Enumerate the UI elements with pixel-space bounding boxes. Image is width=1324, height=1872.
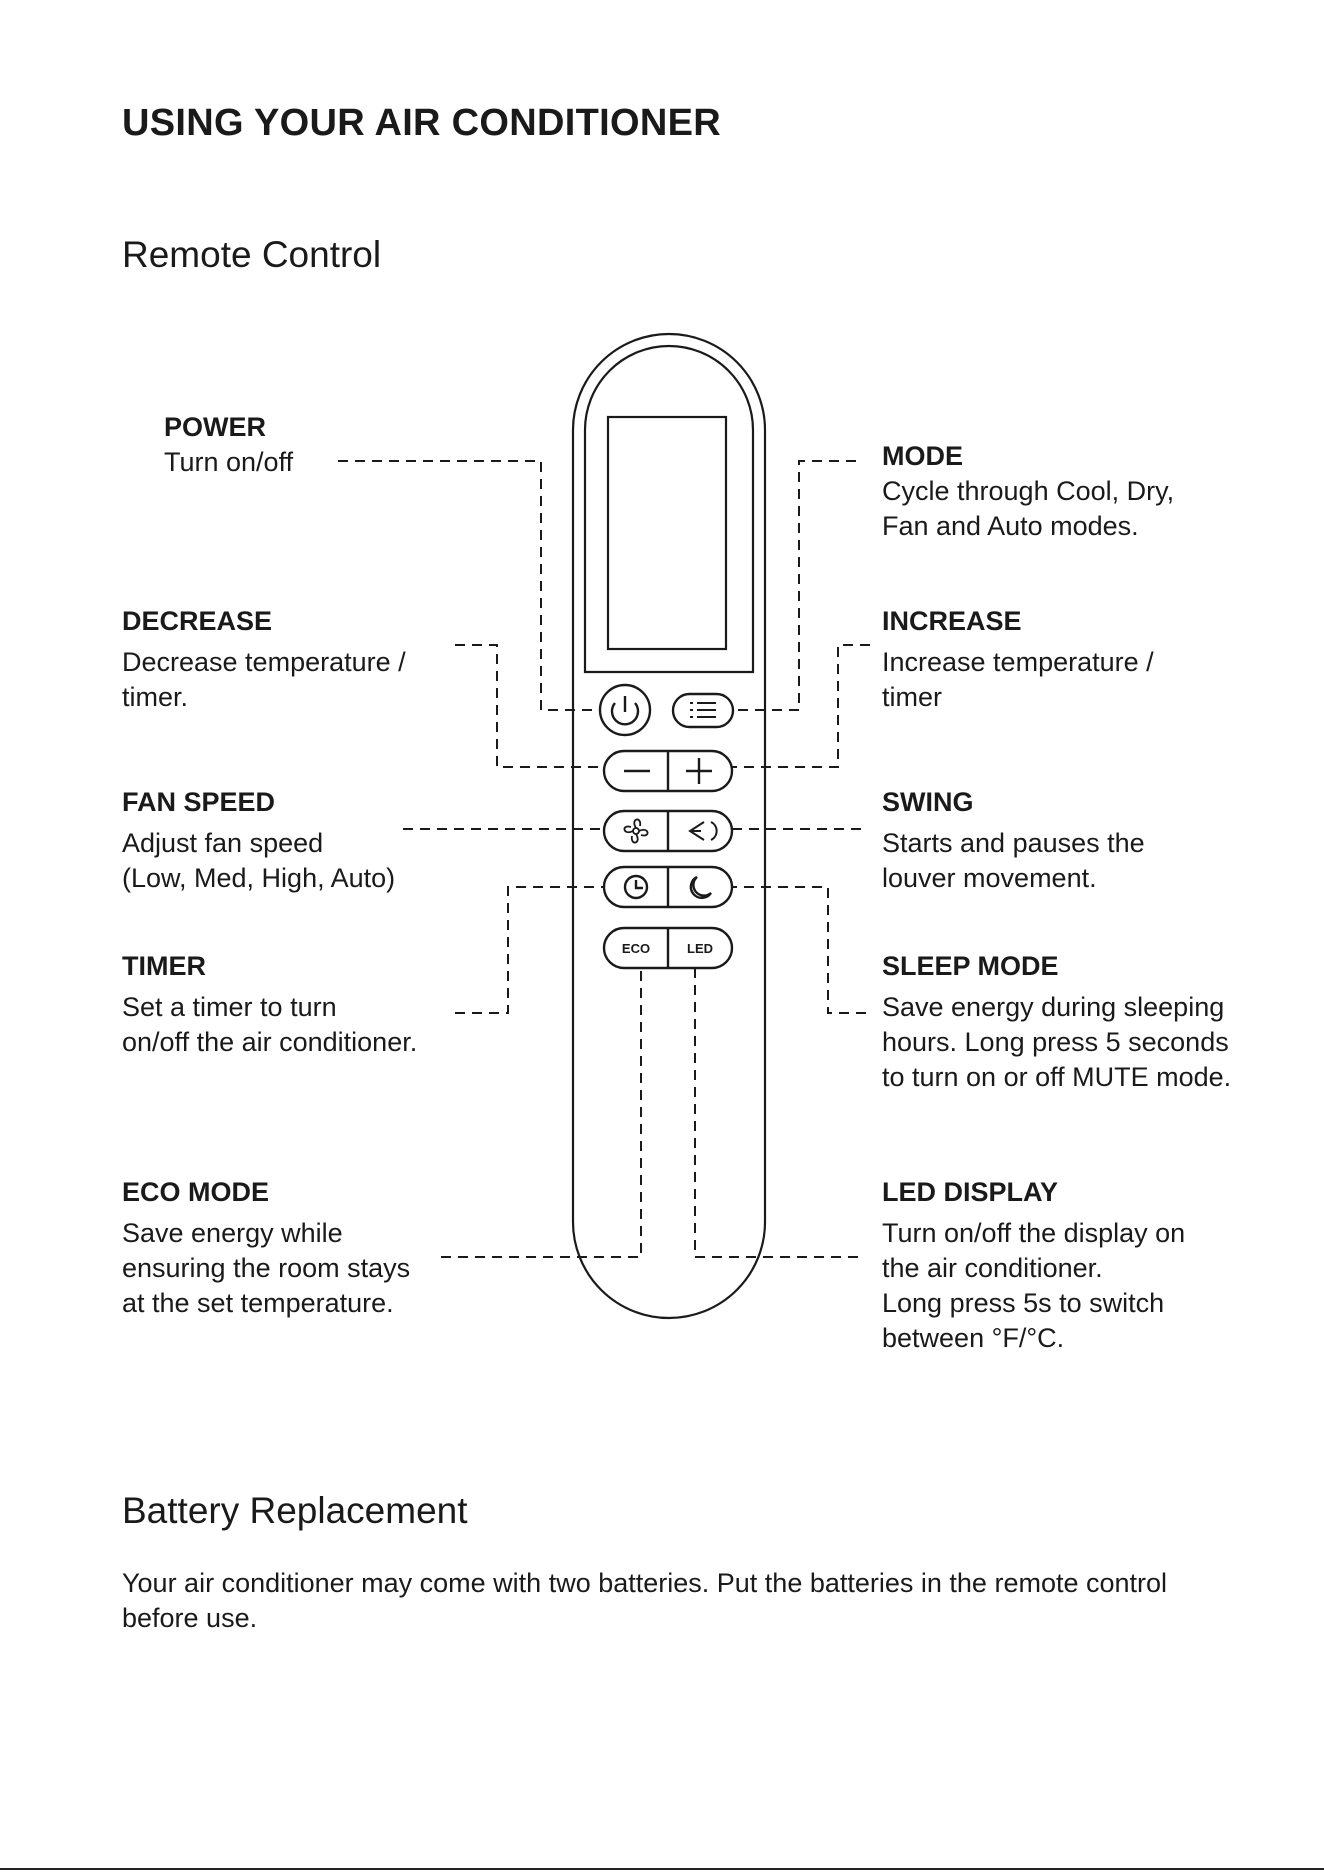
decrease-desc-line-2: timer. — [122, 682, 189, 712]
remote-body — [571, 332, 767, 1320]
swing-heading: SWING — [882, 787, 974, 817]
timer-desc-line-1: Set a timer to turn — [122, 992, 337, 1022]
eco-button[interactable] — [604, 928, 668, 968]
remote-control-heading: Remote Control — [122, 234, 382, 275]
decrease-button[interactable] — [604, 751, 668, 791]
sleep-mode-desc-line-2: hours. Long press 5 seconds — [882, 1027, 1229, 1057]
label-fan-speed: FAN SPEED Adjust fan speed (Low, Med, Hi… — [122, 785, 395, 896]
eco-mode-heading: ECO MODE — [122, 1177, 270, 1207]
leader-eco-mode — [441, 968, 642, 1258]
clock-icon — [623, 874, 649, 900]
increase-button[interactable] — [668, 751, 732, 791]
leader-led-display — [694, 968, 858, 1258]
battery-replacement-text: Your air conditioner may come with two b… — [122, 1568, 1168, 1633]
leader-power — [338, 460, 600, 711]
increase-heading: INCREASE — [882, 606, 1022, 636]
led-display-desc-line-2: the air conditioner. — [882, 1253, 1103, 1283]
led-display-desc-line-1: Turn on/off the display on — [882, 1218, 1186, 1248]
remote-body-inner — [583, 344, 755, 674]
sleep-mode-heading: SLEEP MODE — [882, 951, 1059, 981]
plus-icon — [686, 758, 712, 784]
increase-desc-line-1: Increase temperature / — [882, 647, 1154, 677]
label-timer: TIMER Set a timer to turn on/off the air… — [122, 949, 417, 1060]
swing-desc-line-2: louver movement. — [882, 863, 1097, 893]
remote-screen — [606, 415, 728, 651]
page-bottom-rule — [0, 1868, 1324, 1870]
eco-mode-desc-line-1: Save energy while — [122, 1218, 343, 1248]
mode-heading: MODE — [882, 441, 963, 471]
power-desc: Turn on/off — [164, 447, 294, 477]
label-swing: SWING Starts and pauses the louver movem… — [882, 785, 1262, 896]
increase-desc-line-2: timer — [882, 682, 942, 712]
swing-button[interactable] — [668, 811, 732, 851]
decrease-heading: DECREASE — [122, 606, 273, 636]
eco-mode-desc-line-3: at the set temperature. — [122, 1288, 394, 1318]
list-icon — [690, 702, 716, 718]
label-led-display: LED DISPLAY Turn on/off the display on t… — [882, 1175, 1262, 1356]
mode-desc-line-2: Fan and Auto modes. — [882, 511, 1139, 541]
leader-sleep-mode — [732, 886, 866, 1014]
led-display-desc-line-4: between °F/°C. — [882, 1323, 1065, 1353]
decrease-desc-line-1: Decrease temperature / — [122, 647, 406, 677]
timer-button[interactable] — [604, 867, 668, 907]
power-icon — [610, 696, 640, 726]
label-decrease: DECREASE Decrease temperature / timer. — [122, 604, 406, 715]
sleep-mode-desc-line-1: Save energy during sleeping — [882, 992, 1225, 1022]
label-sleep-mode: SLEEP MODE Save energy during sleeping h… — [882, 949, 1302, 1095]
leader-timer — [455, 886, 604, 1014]
timer-heading: TIMER — [122, 951, 206, 981]
moon-icon — [689, 875, 712, 900]
led-button[interactable] — [668, 928, 732, 968]
fan-icon — [623, 818, 649, 844]
eco-mode-desc-line-2: ensuring the room stays — [122, 1253, 411, 1283]
label-power: POWER Turn on/off — [164, 410, 293, 480]
leader-increase — [732, 644, 870, 768]
label-eco-mode: ECO MODE Save energy while ensuring the … — [122, 1175, 410, 1321]
led-display-heading: LED DISPLAY — [882, 1177, 1059, 1207]
fan-speed-button[interactable] — [604, 811, 668, 851]
leader-decrease — [455, 644, 604, 768]
mode-button[interactable] — [671, 692, 735, 729]
swing-desc-line-1: Starts and pauses the — [882, 828, 1145, 858]
sleep-mode-desc-line-3: to turn on or off MUTE mode. — [882, 1062, 1232, 1092]
mode-desc-line-1: Cycle through Cool, Dry, — [882, 476, 1175, 506]
sleep-mode-button[interactable] — [668, 867, 732, 907]
label-increase: INCREASE Increase temperature / timer — [882, 604, 1262, 715]
led-button-label: LED — [687, 941, 713, 956]
timer-desc-line-2: on/off the air conditioner. — [122, 1027, 418, 1057]
power-heading: POWER — [164, 412, 267, 442]
label-mode: MODE Cycle through Cool, Dry, Fan and Au… — [882, 439, 1262, 544]
eco-button-label: ECO — [622, 941, 650, 956]
fan-speed-desc-line-2: (Low, Med, High, Auto) — [122, 863, 396, 893]
fan-speed-desc-line-1: Adjust fan speed — [122, 828, 324, 858]
page-title: USING YOUR AIR CONDITIONER — [122, 102, 721, 144]
led-display-desc-line-3: Long press 5s to switch — [882, 1288, 1165, 1318]
swing-icon — [688, 821, 718, 841]
fan-speed-heading: FAN SPEED — [122, 787, 276, 817]
battery-replacement-heading: Battery Replacement — [122, 1490, 468, 1531]
